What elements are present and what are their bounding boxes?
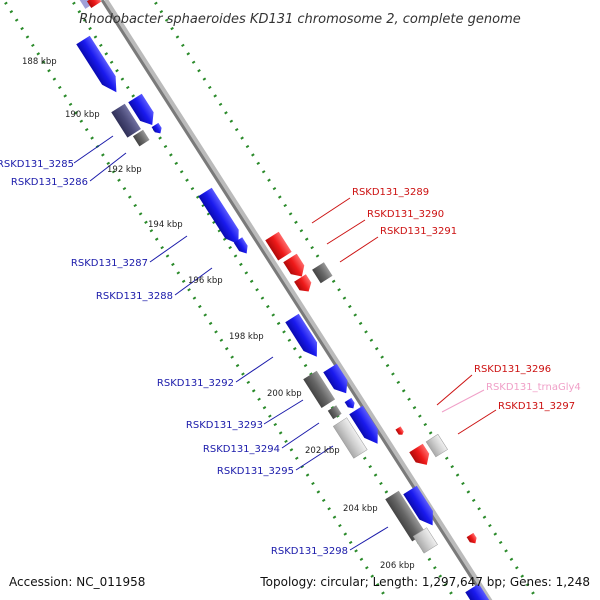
gene-rskd131-3289[interactable] (265, 231, 292, 261)
leader-3297 (457, 409, 497, 435)
gene-rskd131-3298[interactable] (403, 485, 439, 530)
map-title: Rhodobacter sphaeroides KD131 chromosome… (79, 12, 520, 27)
leader-3296 (436, 374, 473, 406)
leader-3294 (281, 422, 320, 449)
gene-label-plus[interactable]: RSKD131_3297 (498, 401, 575, 412)
leader-trnagly4 (441, 389, 485, 413)
leader-3285 (73, 135, 114, 164)
gene-plus-top-stub[interactable] (86, 0, 102, 8)
leader-3290 (326, 219, 366, 245)
gene-rskd131-3298-gray[interactable] (385, 490, 426, 542)
gene-label-trna[interactable]: RSKD131_trnaGly4 (486, 382, 581, 393)
gene-label-minus[interactable]: RSKD131_3286 (11, 177, 88, 188)
gene-rskd131-3286-a[interactable] (128, 93, 159, 130)
gene-gray-overlay-1[interactable] (111, 103, 141, 138)
gene-rskd131-3291[interactable] (312, 262, 333, 284)
ruler-tick: 200 kbp (267, 389, 302, 399)
ruler-tick: 194 kbp (148, 220, 183, 230)
gene-rskd131-3288[interactable] (233, 237, 251, 256)
leader-3287 (149, 235, 188, 263)
gene-rskd131-3292[interactable] (285, 313, 323, 361)
ruler-tick: 190 kbp (65, 110, 100, 120)
gene-rskd131-3285[interactable] (76, 35, 123, 97)
ruler-tick: 202 kbp (305, 446, 340, 456)
gene-label-plus[interactable]: RSKD131_3290 (367, 209, 444, 220)
gene-rskd131-3293[interactable] (323, 363, 353, 398)
gene-light-2[interactable] (412, 527, 438, 554)
gene-label-minus[interactable]: RSKD131_3287 (71, 258, 148, 269)
genome-summary-text: Topology: circular; Length: 1,297,647 bp… (259, 575, 590, 589)
leader-3293 (263, 399, 304, 425)
gene-rskd131-3297[interactable] (409, 443, 433, 469)
ruler-tick: 196 kbp (188, 276, 223, 286)
dotted-track-1 (2, 0, 390, 600)
leader-3288 (174, 267, 213, 296)
gene-minus-top-stub[interactable] (78, 0, 98, 9)
gene-rskd131-3296[interactable] (395, 426, 404, 436)
gene-label-minus[interactable]: RSKD131_3293 (186, 420, 263, 431)
ruler-tick: 192 kbp (107, 165, 142, 175)
gene-light-1[interactable] (332, 417, 368, 459)
leader-3289 (311, 197, 351, 224)
gene-label-minus[interactable]: RSKD131_3298 (271, 546, 348, 557)
gene-rskd131-3286-b[interactable] (151, 122, 164, 136)
gene-gray-small-1[interactable] (132, 129, 150, 147)
gene-bottom-blue[interactable] (465, 583, 495, 600)
leader-3292 (235, 356, 274, 383)
leader-3295 (295, 445, 334, 471)
gene-rskd131-3295[interactable] (349, 405, 384, 448)
gene-label-minus[interactable]: RSKD131_3295 (217, 466, 294, 477)
ruler-tick: 206 kbp (380, 561, 415, 571)
gene-rskd131-3287[interactable] (198, 187, 245, 249)
ruler-tick: 204 kbp (343, 504, 378, 514)
gene-label-minus[interactable]: RSKD131_3288 (96, 291, 173, 302)
dotted-track-2 (70, 0, 458, 600)
dotted-track-3 (152, 0, 540, 600)
gene-label-minus[interactable]: RSKD131_3294 (203, 444, 280, 455)
gene-label-plus[interactable]: RSKD131_3296 (474, 364, 551, 375)
leader-3298 (349, 526, 389, 551)
gene-plus-small-red[interactable] (466, 532, 479, 546)
accession-text: Accession: NC_011958 (9, 575, 145, 589)
gene-label-plus[interactable]: RSKD131_3291 (380, 226, 457, 237)
ruler-tick: 198 kbp (229, 332, 264, 342)
gene-rskd131-3290[interactable] (283, 253, 308, 281)
leader-3291 (339, 236, 379, 263)
gene-rskd131-3294[interactable] (344, 397, 357, 411)
gene-label-plus[interactable]: RSKD131_3289 (352, 187, 429, 198)
leader-3286 (89, 152, 127, 182)
gene-rskd131-3293-gray[interactable] (303, 370, 336, 408)
gene-rskd131-3290-b[interactable] (294, 274, 314, 295)
gene-label-minus[interactable]: RSKD131_3285 (0, 159, 74, 170)
ruler-tick: 188 kbp (22, 57, 57, 67)
gene-gray-small-2[interactable] (327, 405, 342, 420)
gene-label-minus[interactable]: RSKD131_3292 (157, 378, 234, 389)
gene-light-plus[interactable] (425, 433, 448, 458)
